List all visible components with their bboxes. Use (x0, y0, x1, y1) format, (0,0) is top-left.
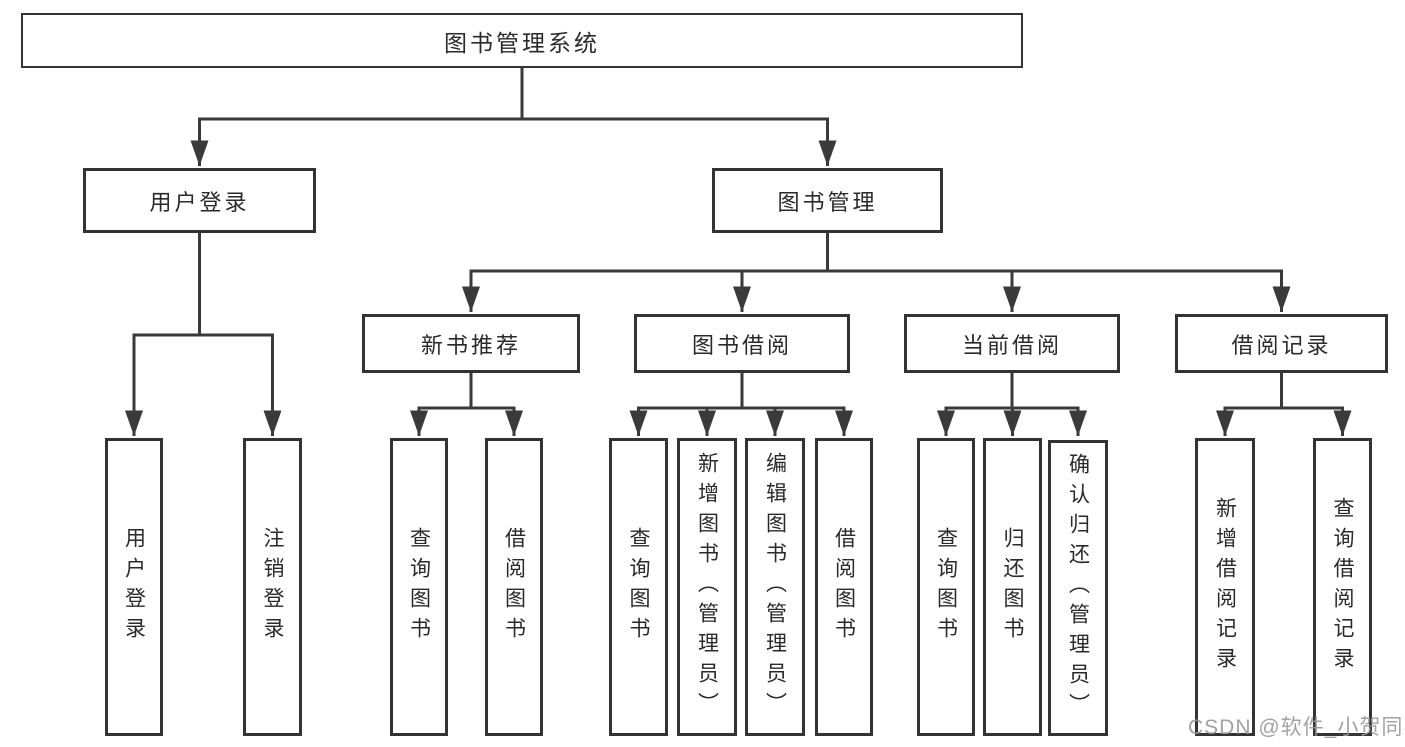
connector-book-borrow-bus (637, 371, 846, 410)
node-book-management: 图书管理 (712, 168, 943, 233)
node-label: 借阅记录 (1231, 332, 1332, 358)
leaf-query-borrow-record: 查询借阅记录 (1313, 438, 1372, 736)
leaf-query-book-newbook: 查询图书 (390, 438, 448, 736)
node-label: 图书管理 (777, 189, 878, 215)
leaf-confirm-return-admin: 确认归还（管理员） (1048, 440, 1108, 736)
node-label: 图书管理系统 (444, 29, 600, 56)
node-user-login: 用户登录 (83, 168, 316, 233)
csdn-watermark: CSDN @软件_小贺同学 (1188, 716, 1405, 739)
node-label: 用户登录 (149, 189, 250, 215)
connector-current-borrow-bus (944, 371, 1080, 410)
node-label: 当前借阅 (961, 332, 1062, 358)
leaf-edit-book-admin: 编辑图书（管理员） (745, 438, 805, 736)
node-book-borrowing: 图书借阅 (634, 314, 850, 373)
leaf-label: 借阅图书 (502, 527, 526, 647)
leaf-query-book-current: 查询图书 (917, 438, 975, 736)
connector-borrow-record-bus (1223, 371, 1344, 410)
leaf-label: 借阅图书 (832, 527, 856, 647)
leaf-label: 用户登录 (122, 527, 146, 647)
node-current-borrowing: 当前借阅 (904, 314, 1120, 373)
leaf-label: 查询图书 (934, 527, 958, 647)
leaf-label: 归还图书 (1001, 527, 1024, 647)
leaf-label: 新增图书（管理员） (695, 452, 719, 722)
leaf-add-borrow-record: 新增借阅记录 (1195, 438, 1255, 736)
leaf-label: 新增借阅记录 (1213, 497, 1237, 677)
leaf-label: 编辑图书（管理员） (763, 452, 787, 722)
node-label: 图书借阅 (691, 332, 792, 358)
node-borrowing-records: 借阅记录 (1175, 314, 1388, 373)
leaf-label: 确认归还（管理员） (1066, 453, 1090, 723)
leaf-logout: 注销登录 (243, 438, 302, 736)
node-system-root: 图书管理系统 (21, 13, 1023, 68)
connector-root-bus (198, 66, 829, 121)
leaf-borrow-book-borrowing: 借阅图书 (815, 438, 873, 736)
leaf-label: 查询借阅记录 (1331, 497, 1354, 677)
connector-user-login-bus (132, 231, 274, 337)
leaf-user-login: 用户登录 (105, 438, 163, 736)
connector-new-book-bus (417, 371, 516, 410)
leaf-return-book: 归还图书 (983, 438, 1042, 736)
leaf-query-book-borrowing: 查询图书 (609, 438, 668, 736)
node-new-book-recommend: 新书推荐 (362, 314, 580, 373)
leaf-borrow-book-newbook: 借阅图书 (485, 438, 543, 736)
connector-book-mgmt-bus (469, 231, 1283, 273)
leaf-add-book-admin: 新增图书（管理员） (677, 438, 737, 736)
leaf-label: 注销登录 (261, 527, 284, 647)
leaf-label: 查询图书 (627, 527, 650, 647)
leaf-label: 查询图书 (407, 527, 431, 647)
node-label: 新书推荐 (420, 332, 521, 358)
